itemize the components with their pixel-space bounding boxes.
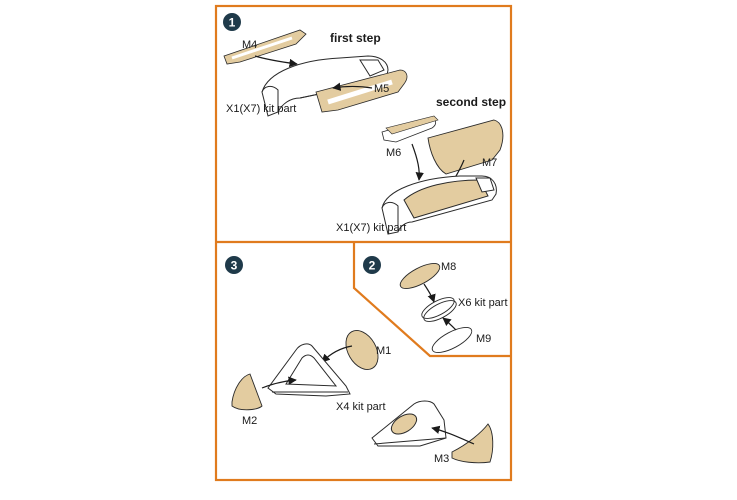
- step-1-number: 1: [229, 16, 236, 30]
- part-x6-ring: [421, 297, 457, 322]
- label-x6: X6 kit part: [458, 297, 508, 309]
- part-m9-disc: [431, 327, 473, 353]
- part-m4-strip: [223, 29, 307, 65]
- part-m8-disc: [399, 263, 441, 289]
- label-m8: M8: [441, 261, 456, 273]
- label-m4: M4: [242, 39, 257, 51]
- step-2-number: 2: [369, 259, 376, 273]
- panel-frame: [214, 4, 513, 482]
- label-m7: M7: [482, 157, 497, 169]
- part-x4-frame-upper: [267, 343, 351, 397]
- step-2-badge: 2: [363, 256, 381, 274]
- step-1-badge: 1: [223, 13, 241, 31]
- step-3-number: 3: [231, 259, 238, 273]
- label-m9: M9: [476, 333, 491, 345]
- part-m1-oval: [345, 330, 379, 370]
- part-m6-strip: [381, 115, 439, 143]
- part-m7-panel: [427, 119, 504, 175]
- label-x4: X4 kit part: [336, 401, 386, 413]
- label-m3: M3: [434, 453, 449, 465]
- step-3-badge: 3: [225, 256, 243, 274]
- phase-second-step: second step: [436, 95, 506, 109]
- part-x4-frame-lower: [371, 400, 447, 447]
- label-m1: M1: [376, 345, 391, 357]
- part-x1-canopy-lower: [381, 175, 497, 235]
- label-m6: M6: [386, 147, 401, 159]
- label-m5: M5: [374, 83, 389, 95]
- part-m2-piece: [231, 373, 263, 411]
- label-x1-upper: X1(X7) kit part: [226, 103, 296, 115]
- label-m2: M2: [242, 415, 257, 427]
- label-x1-lower: X1(X7) kit part: [336, 222, 406, 234]
- part-m5-frame: [315, 69, 408, 113]
- phase-first-step: first step: [330, 31, 381, 45]
